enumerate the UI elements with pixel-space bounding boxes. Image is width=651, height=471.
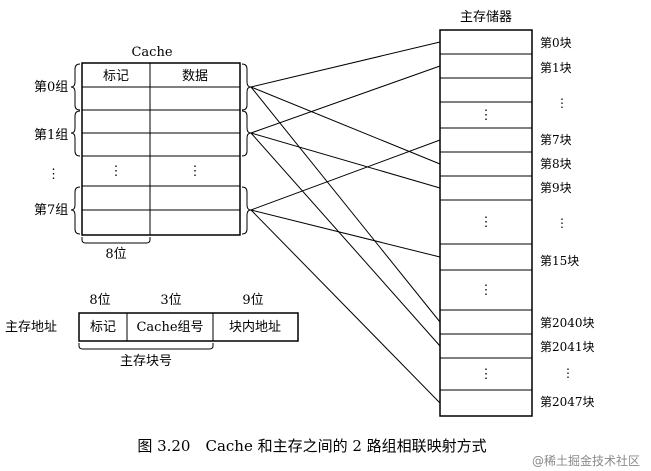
mapping-line [250, 139, 441, 211]
mapping-line [250, 209, 441, 404]
mapping-line [250, 132, 441, 347]
memory-ellipsis: ⋮ [480, 108, 493, 123]
address-outline [78, 312, 299, 342]
memory-outline [439, 29, 533, 417]
memory-block-label: 第2041块 [540, 340, 595, 354]
mapping-line [250, 41, 441, 88]
field-width-tag: 8位 [89, 293, 110, 308]
memory-ellipsis: ⋮ [480, 283, 493, 298]
mapping-line [250, 209, 441, 258]
cache-header-data: 数据 [182, 69, 208, 84]
memory-block-label: ⋮ [562, 366, 574, 380]
watermark: @稀土掘金技术社区 [532, 453, 640, 468]
cache-header-tag: 标记 [103, 69, 129, 84]
memory-block-label: 第2040块 [540, 316, 595, 330]
address-field-offset: 块内地址 [229, 319, 281, 335]
figure-caption: 图 3.20 Cache 和主存之间的 2 路组相联映射方式 [137, 437, 486, 455]
group-1-brace [70, 110, 81, 157]
mapping-line [250, 86, 441, 165]
address-field-group: Cache组号 [136, 320, 203, 335]
memory-block-label: 第9块 [540, 181, 572, 195]
cache-ellipsis-tag: ⋮ [110, 164, 123, 179]
group-1-right-brace [241, 110, 252, 157]
group-0-right-brace [241, 63, 252, 111]
group-7-brace [70, 186, 81, 235]
tag-width-label: 8位 [105, 247, 126, 262]
cache-group-label: ⋮ [47, 167, 60, 182]
field-width-group: 3位 [160, 293, 181, 308]
address-format [78, 312, 299, 342]
memory-ellipsis: ⋮ [480, 367, 493, 382]
address-field-tag: 标记 [90, 320, 116, 335]
cache-table [81, 62, 241, 236]
address-label: 主存地址 [5, 320, 57, 335]
mapping-line [250, 132, 441, 189]
mapping-lines [250, 41, 441, 404]
memory-block-label: ⋮ [556, 96, 568, 110]
cache-group-label: 第0组 [34, 80, 68, 95]
mapping-line [250, 65, 441, 134]
memory-table [439, 29, 533, 417]
group-7-right-brace [241, 186, 252, 235]
tag-width-bracket [81, 237, 151, 244]
block-number-bracket [78, 343, 214, 350]
memory-block-label: 第7块 [540, 133, 572, 147]
cache-group-label: 第1组 [34, 128, 68, 143]
group-0-brace [70, 63, 81, 111]
cache-title: Cache [131, 45, 172, 60]
cache-outline [81, 62, 241, 236]
memory-block-label: ⋮ [556, 216, 568, 230]
field-width-offset: 9位 [242, 293, 263, 308]
memory-title: 主存储器 [460, 10, 512, 25]
block-number-label: 主存块号 [120, 354, 172, 369]
cache-group-label: 第7组 [34, 203, 68, 218]
memory-block-label: 第0块 [540, 36, 572, 50]
memory-block-label: 第8块 [540, 157, 572, 171]
memory-block-label: 第15块 [540, 254, 579, 268]
memory-ellipsis: ⋮ [480, 215, 493, 230]
cache-ellipsis-data: ⋮ [189, 164, 202, 179]
mapping-line [250, 86, 441, 323]
memory-block-label: 第2047块 [540, 395, 595, 409]
memory-block-label: 第1块 [540, 61, 572, 75]
